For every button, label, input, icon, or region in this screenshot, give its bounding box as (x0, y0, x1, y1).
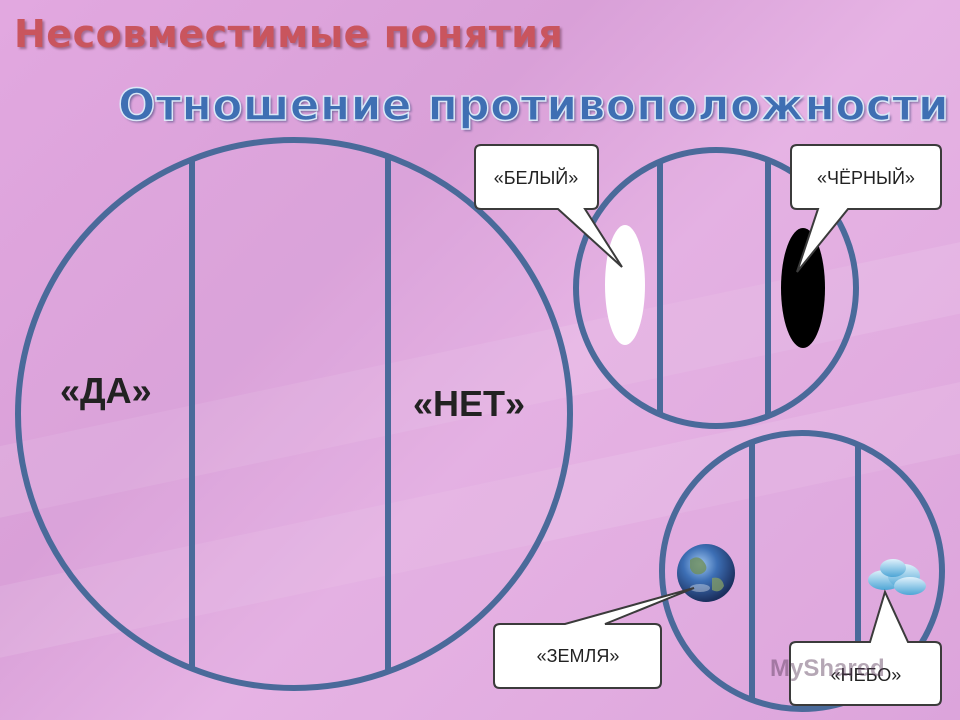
callout-earth: «ЗЕМЛЯ» (493, 587, 695, 689)
callout-sky-text: «НЕБО» (831, 665, 902, 685)
white-oval (605, 225, 645, 345)
cloud-icon (868, 559, 926, 595)
callout-white: «БЕЛЫЙ» (474, 144, 623, 268)
earth-icon (677, 544, 735, 602)
callout-earth-text: «ЗЕМЛЯ» (537, 646, 620, 666)
label-no: «НЕТ» (413, 383, 526, 424)
white-black-circle (573, 147, 859, 429)
big-circle (15, 137, 573, 691)
slide-title: Несовместимые понятия (14, 12, 564, 56)
slide-subtitle: Отношение противоположности (117, 79, 950, 132)
callout-black: «ЧЁРНЫЙ» (790, 144, 942, 273)
label-yes: «ДА» (60, 370, 152, 411)
watermark: MyShared (770, 655, 885, 682)
callout-sky: «НЕБО» (789, 589, 942, 706)
callout-white-text: «БЕЛЫЙ» (494, 167, 579, 188)
black-oval (781, 228, 825, 348)
callout-black-text: «ЧЁРНЫЙ» (817, 167, 915, 188)
